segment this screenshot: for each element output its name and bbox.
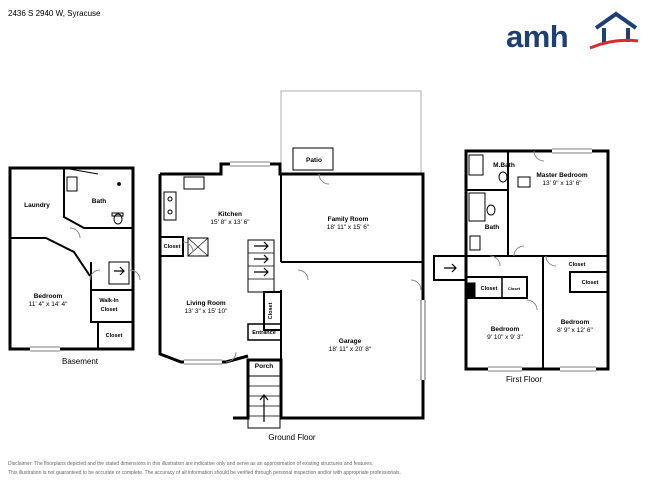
room-dims-bedroom-b: 8' 9" x 12' 6" [557, 327, 593, 334]
ground-floor-plan [158, 90, 426, 429]
room-label-bedroom-b: Bedroom [561, 319, 590, 326]
property-address: 2436 S 2940 W, Syracuse [8, 9, 101, 18]
room-label-right-closet: Closet [582, 280, 599, 286]
room-label-walkin-closet-2: Closet [101, 307, 118, 313]
room-label-entrance: Entrance [252, 330, 276, 336]
room-dims-living-room: 13' 3" x 15' 10" [185, 308, 229, 315]
room-dims-garage: 18' 11" x 20' 8" [329, 346, 372, 353]
room-label-porch: Porch [255, 363, 273, 370]
room-label-walkin-closet: Walk-In [99, 298, 119, 304]
room-label-first-bath: Bath [485, 224, 499, 231]
room-label-basement-bedroom: Bedroom [34, 293, 63, 300]
room-label-stair-closet: Closet [268, 302, 274, 319]
room-label-master-bedroom: Master Bedroom [536, 172, 588, 179]
room-label-patio: Patio [306, 157, 322, 164]
floor-caption-ground: Ground Floor [268, 433, 315, 442]
room-dims-kitchen: 15' 8" x 13' 6" [210, 219, 250, 226]
room-label-hall-closet-small: Closet [508, 286, 521, 291]
room-dims-family-room: 18' 11" x 15' 6" [327, 224, 370, 231]
basement-plan [8, 166, 141, 352]
amh-logo: amh [504, 8, 640, 54]
room-label-basement-closet: Closet [106, 333, 123, 339]
room-dims-bedroom-a: 9' 10" x 9' 3" [487, 334, 523, 341]
room-label-mbath: M.Bath [493, 162, 515, 169]
room-label-bedroom-a: Bedroom [491, 326, 520, 333]
logo-wordmark: amh [506, 19, 569, 54]
room-label-ground-closet: Closet [164, 244, 181, 250]
room-label-hall-closet: Closet [481, 286, 498, 292]
floor-caption-basement: Basement [62, 357, 99, 366]
first-floor-plan [433, 148, 610, 372]
room-label-living-room: Living Room [186, 300, 226, 307]
room-label-basement-bath: Bath [92, 198, 106, 205]
room-label-laundry: Laundry [24, 202, 50, 209]
floor-caption-first: First Floor [506, 375, 542, 384]
logo-house-icon [589, 11, 639, 50]
disclaimer-line-2: This illustration is not guaranteed to b… [8, 470, 401, 476]
room-label-kitchen: Kitchen [218, 211, 242, 218]
room-label-master-closet: Closet [569, 262, 586, 268]
room-dims-master-bedroom: 13' 9" x 13' 6" [542, 180, 582, 187]
room-label-garage: Garage [339, 338, 362, 345]
disclaimer-line-1: Disclaimer: The floorplans depicted and … [8, 461, 374, 467]
room-dims-basement-bedroom: 11' 4" x 14' 4" [29, 301, 68, 308]
room-label-family-room: Family Room [328, 216, 369, 223]
